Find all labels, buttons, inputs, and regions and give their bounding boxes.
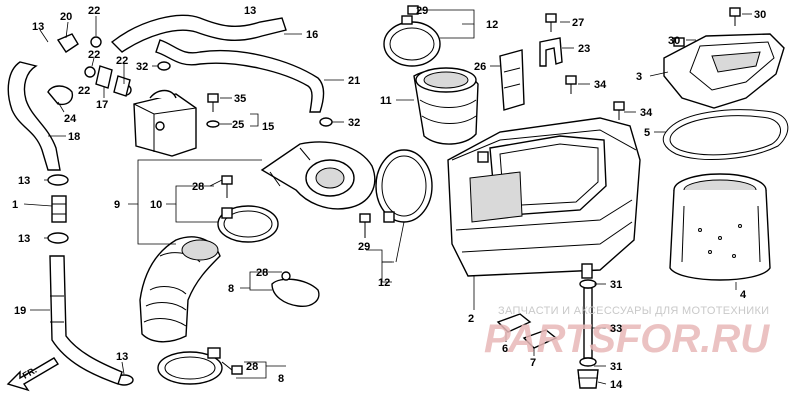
label-32: 32 (348, 117, 360, 129)
leader-lines (23, 9, 752, 385)
label-28: 28 (192, 181, 204, 193)
bolt-28-lower (221, 361, 243, 375)
label-28: 28 (246, 361, 258, 373)
band-12-upper (383, 15, 441, 67)
label-22: 22 (116, 55, 128, 67)
label-17: 17 (96, 99, 108, 111)
label-33: 33 (610, 323, 622, 335)
label-32: 32 (136, 61, 148, 73)
label-13: 13 (18, 175, 30, 187)
label-12: 12 (378, 277, 390, 289)
bolt-27 (545, 13, 557, 32)
label-29: 29 (416, 5, 428, 17)
label-8: 8 (228, 283, 234, 295)
label-22: 22 (78, 85, 90, 97)
hose-16 (110, 14, 287, 53)
label-7: 7 (530, 357, 536, 369)
label-27: 27 (572, 17, 584, 29)
band-12-lower (375, 149, 433, 223)
seal-6 (496, 313, 532, 333)
fitting-17 (95, 65, 131, 97)
label-15: 15 (262, 121, 274, 133)
label-25: 25 (232, 119, 244, 131)
label-13: 13 (116, 351, 128, 363)
label-9: 9 (114, 199, 120, 211)
label-34: 34 (640, 107, 653, 119)
band-28-middle (271, 271, 320, 307)
label-2: 2 (468, 313, 474, 325)
label-1: 1 (12, 199, 18, 211)
hose-21 (155, 39, 325, 113)
label-19: 19 (14, 305, 26, 317)
clip-20 (56, 33, 79, 53)
watermark-logo: PARTSFOR.RU (484, 317, 770, 361)
band-28-lower (157, 347, 223, 385)
label-30: 30 (668, 35, 680, 47)
label-3: 3 (636, 71, 642, 83)
inlet-duct-9 (139, 236, 221, 343)
air-funnel-11 (413, 67, 479, 145)
bolt-35 (207, 93, 219, 112)
bolt-28 (221, 175, 233, 198)
bolt-30 (729, 7, 741, 26)
label-23: 23 (578, 43, 590, 55)
label-8: 8 (278, 373, 284, 385)
label-29: 29 (358, 241, 370, 253)
band-28-upper (217, 205, 279, 243)
drain-tube-19 (49, 255, 123, 385)
breather-hose-18 (7, 61, 61, 171)
front-direction-arrow: FR. (6, 357, 59, 392)
label-30: 30 (754, 9, 766, 21)
label-20: 20 (60, 11, 72, 23)
air-cleaner-case-2 (447, 117, 641, 279)
air-cleaner-element-4 (669, 173, 771, 281)
label-26: 26 (474, 61, 486, 73)
label-16: 16 (306, 29, 318, 41)
bracket-26 (499, 49, 525, 111)
seal-7 (522, 329, 558, 349)
part-labels: 13 20 22 22 22 22 17 24 18 13 1 13 19 13… (12, 5, 766, 391)
label-31: 31 (610, 361, 622, 373)
gasket-5 (662, 109, 789, 161)
label-10: 10 (150, 199, 162, 211)
breather-case-15 (133, 89, 197, 157)
label-5: 5 (644, 127, 650, 139)
washer-25 (206, 120, 220, 128)
label-35: 35 (234, 93, 246, 105)
direction-marker-text: FR. (21, 365, 39, 381)
label-13: 13 (18, 233, 30, 245)
bracket-23 (539, 37, 563, 67)
label-13: 13 (32, 21, 44, 33)
label-6: 6 (502, 343, 508, 355)
label-18: 18 (68, 131, 80, 143)
label-34: 34 (594, 79, 607, 91)
label-11: 11 (380, 95, 392, 107)
label-31: 31 (610, 279, 622, 291)
connecting-tube-10 (260, 141, 376, 210)
label-28: 28 (256, 267, 268, 279)
label-13: 13 (244, 5, 256, 17)
label-22: 22 (88, 49, 100, 61)
air-cleaner-cover-3 (663, 33, 785, 109)
label-21: 21 (348, 75, 360, 87)
label-12: 12 (486, 19, 498, 31)
watermark: ЗАПЧАСТИ И АКСЕССУАРЫ ДЛЯ МОТОТЕХНИКИ PA… (484, 305, 770, 361)
clip-13-set (47, 174, 134, 386)
label-14: 14 (610, 379, 623, 391)
plug-14 (577, 369, 599, 389)
label-22: 22 (88, 5, 100, 17)
bolt-34-set (565, 75, 625, 120)
label-24: 24 (64, 113, 77, 125)
bolt-29-lower (359, 213, 371, 238)
clamp-24 (47, 85, 74, 106)
label-4: 4 (740, 289, 747, 301)
watermark-caption: ЗАПЧАСТИ И АКСЕССУАРЫ ДЛЯ МОТОТЕХНИКИ (498, 305, 769, 317)
joint-1 (51, 195, 67, 223)
